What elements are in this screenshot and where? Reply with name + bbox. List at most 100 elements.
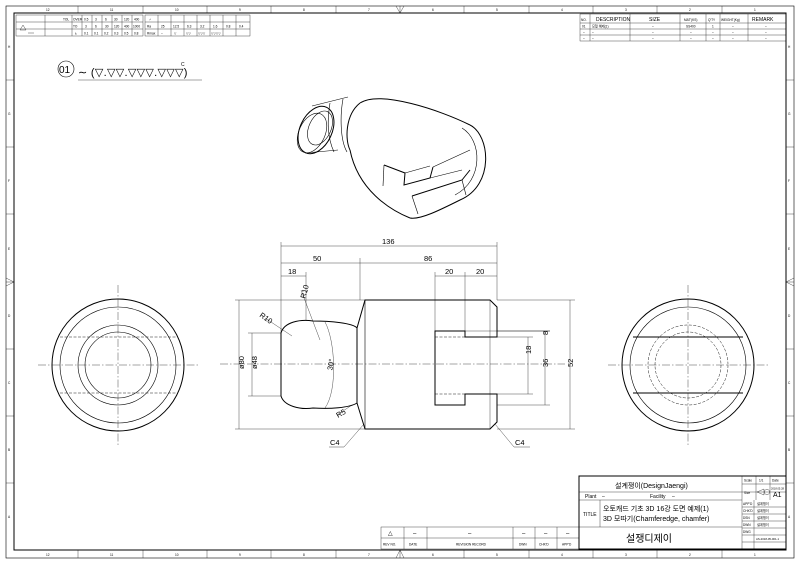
dwn-value: 설계쟁이 [757, 522, 769, 527]
projection-symbol-icon [756, 488, 770, 496]
dim-r10b: R10 [258, 310, 274, 325]
col-label: 8 [303, 553, 305, 557]
item-number: 01 [59, 65, 71, 76]
parts-cell: – [592, 37, 594, 41]
col-label: 9 [239, 553, 241, 557]
dim-18: 18 [288, 267, 296, 276]
facility-label: Facility [650, 494, 666, 500]
projection-icon [19, 24, 34, 34]
parts-cell: – [732, 37, 734, 41]
col-label: 1 [754, 8, 756, 12]
tol-cell: 0.5 [124, 32, 129, 36]
row-label: H [8, 45, 11, 49]
parts-cell: – [690, 31, 692, 35]
col-label: 11 [110, 8, 114, 12]
parts-cell: – [583, 31, 585, 35]
surface-finish-table: Ra Rmax ~ ▽ ▽▽ ▽▽▽ ▽▽▽▽ 25 12.5 6.3 3.2 … [144, 14, 251, 37]
col-label: 11 [110, 553, 114, 557]
tol-cell: TOL [63, 18, 69, 22]
dimensions: 136 50 86 18 20 20 R10 R10 R5 30° ø80 [235, 237, 575, 448]
rev-header: REVISION RECORD [456, 543, 487, 547]
dim-36: 36 [541, 359, 550, 367]
col-label: 12 [46, 553, 50, 557]
row-label: E [788, 247, 790, 251]
date-label: Date [772, 479, 779, 483]
left-view [38, 285, 198, 445]
col-label: 10 [175, 8, 179, 12]
sf-value: 1.6 [213, 25, 218, 29]
dim-dia80: ø80 [237, 356, 246, 369]
column-markers-bottom: 12 11 10 9 8 7 6 5 4 3 2 1 [46, 550, 756, 558]
dwn-label: DWN [743, 523, 751, 527]
tol-cell: 0.3 [114, 32, 119, 36]
tol-cell: 30 [105, 25, 109, 29]
tol-cell: 6 [95, 25, 97, 29]
col-label: 5 [496, 8, 498, 12]
parts-cell: – [712, 37, 714, 41]
col-label: 3 [625, 553, 627, 557]
rev-header: CHK'D [539, 543, 549, 547]
column-markers-top: 12 11 10 9 8 7 6 5 4 3 2 1 [46, 6, 756, 13]
rev-cell: – [566, 531, 570, 537]
tol-cell: 120 [124, 18, 130, 22]
col-label: 6 [432, 8, 434, 12]
dim-86: 86 [424, 254, 432, 263]
row-label: E [8, 247, 10, 251]
col-label: 3 [625, 8, 627, 12]
tol-cell: ± [75, 32, 77, 36]
tol-cell: 0.2 [104, 32, 109, 36]
dim-8: 8 [541, 331, 550, 335]
row-label: G [8, 112, 11, 116]
parts-header: WEIGHT(Kg) [721, 18, 740, 22]
drawing-title-2: 3D 모따기(Chamferedge, chamfer) [603, 514, 709, 523]
row-label: A [788, 515, 791, 519]
finish-callout: 01 ∼ (▽.▽▽.▽▽▽.▽▽▽) C [57, 60, 202, 81]
sf-value: 25 [161, 25, 165, 29]
col-label: 2 [689, 553, 691, 557]
plant-value: – [602, 494, 605, 500]
col-label: 8 [303, 8, 305, 12]
company-name: 설계쟁이(DesignJaengi) [615, 481, 688, 490]
col-label: 5 [496, 553, 498, 557]
item-balloon [57, 60, 75, 78]
col-label: 12 [46, 8, 50, 12]
date-value: 2018.05.28 [771, 487, 785, 491]
sf-symbol: ~ [161, 32, 163, 36]
finish-symbol: ∼ (▽.▽▽.▽▽▽.▽▽▽) [78, 67, 188, 79]
dsn-label: DSN [743, 516, 750, 520]
parts-header: MAT'(KS) [684, 18, 697, 22]
app-value: 설계쟁이 [757, 501, 769, 506]
sf-symbol: ▽▽▽▽ [211, 32, 221, 36]
parts-cell: 모형 예제(1) [592, 24, 609, 29]
tol-cell: 400 [134, 18, 140, 22]
facility-value: – [672, 494, 675, 500]
tol-cell: 400 [124, 25, 130, 29]
dim-r10a: R10 [299, 284, 311, 300]
dim-136: 136 [382, 237, 395, 246]
row-label: G [788, 112, 791, 116]
row-label: H [788, 45, 791, 49]
size-label: Size [744, 491, 750, 495]
parts-list: NO. DESCRIPTION SIZE MAT'(KS) Q'TY WEIGH… [579, 13, 787, 42]
rev-header: DATE [409, 543, 417, 547]
dim-dia48: ø48 [250, 356, 259, 369]
dim-c4b: C4 [515, 438, 525, 447]
parts-cell: – [583, 37, 585, 41]
row-label: B [8, 448, 10, 452]
col-label: 4 [561, 8, 563, 12]
dwg-label: DWG [743, 530, 751, 534]
title-block: 설계쟁이(DesignJaengi) Scale 1/1 Date 2018.0… [578, 475, 787, 550]
front-view [220, 299, 565, 430]
col-label: 9 [239, 8, 241, 12]
rev-cell: △ [388, 531, 393, 537]
row-label: A [8, 515, 11, 519]
row-label: F [788, 179, 790, 183]
dim-angle: 30° [325, 358, 336, 371]
dsn-value: 설계쟁이 [757, 515, 769, 520]
parts-header: DESCRIPTION [596, 17, 631, 23]
parts-header: REMARK [752, 17, 774, 23]
parts-cell: – [732, 25, 734, 29]
col-label: 7 [368, 8, 370, 12]
tol-cell: 0.8 [134, 32, 139, 36]
rev-cell: – [522, 531, 526, 537]
